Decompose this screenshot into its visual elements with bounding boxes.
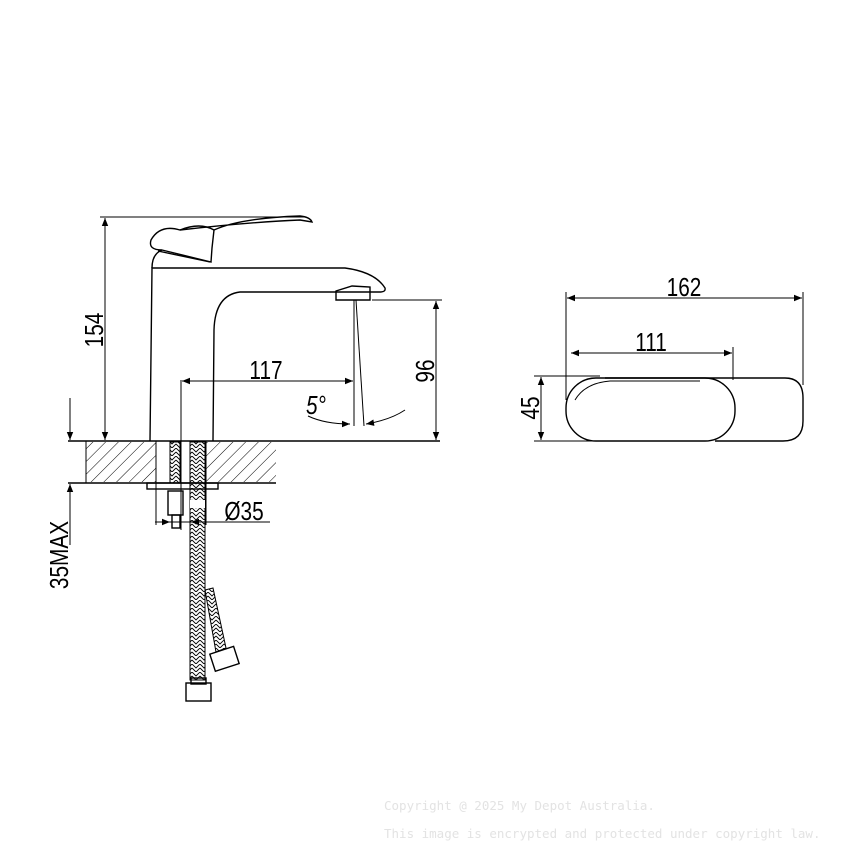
dimension-162: 162	[565, 273, 804, 400]
dimension-117-label: 117	[249, 356, 282, 385]
faucet-side-view	[149, 215, 386, 442]
faucet-top-view	[565, 377, 804, 442]
dimension-111: 111	[571, 328, 734, 380]
dimension-111-label: 111	[635, 328, 667, 357]
dimension-96: 96	[372, 299, 442, 440]
counter-section	[68, 440, 440, 484]
diameter-label: Ø35	[224, 497, 263, 526]
dimension-96-label: 96	[411, 359, 440, 382]
dimension-154-label: 154	[80, 313, 109, 348]
dimension-117: 117	[180, 356, 353, 530]
watermark-line-1: Copyright @ 2025 My Depot Australia.	[384, 798, 655, 813]
dimension-diameter-35: Ø35	[155, 497, 270, 526]
stream-angled-line	[355, 299, 365, 427]
dimension-162-label: 162	[667, 273, 702, 302]
dimension-154: 154	[80, 216, 305, 440]
mounting-hardware	[146, 441, 241, 702]
angle-5-degree: 5°	[306, 391, 406, 428]
max-thickness-label: 35MAX	[45, 521, 74, 589]
dimension-45-label: 45	[516, 396, 545, 419]
watermark-line-2: This image is encrypted and protected un…	[384, 826, 821, 841]
dimension-35max: 35MAX	[45, 398, 74, 589]
angle-label: 5°	[306, 391, 326, 420]
dimension-45: 45	[516, 375, 600, 442]
